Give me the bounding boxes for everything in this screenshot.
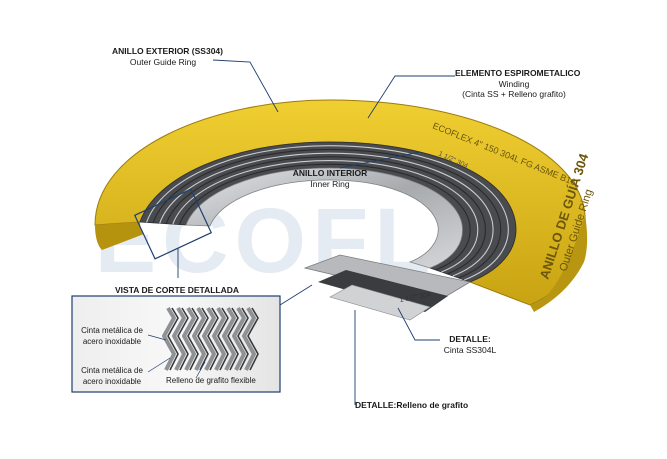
winding-lines bbox=[146, 145, 509, 281]
inset-graphite-filler bbox=[247, 307, 259, 371]
outer-ring-edge-right bbox=[530, 215, 588, 312]
winding-strip bbox=[146, 145, 509, 281]
inset-steel-tape bbox=[162, 306, 176, 371]
winding-strip bbox=[165, 156, 486, 275]
inset-steel-tape bbox=[242, 306, 256, 371]
inset-steel-tape bbox=[172, 306, 186, 371]
winding-strip bbox=[172, 160, 479, 273]
label-cut-view: VISTA DE CORTE DETALLADA bbox=[115, 285, 240, 295]
inset-steel-tape bbox=[202, 306, 216, 371]
label-winding: ELEMENTO ESPIROMETALICO Winding (Cinta S… bbox=[455, 68, 581, 99]
inset-label-tape-bottom: Cinta metálica de acero inoxidable bbox=[81, 366, 143, 386]
inset-steel-tape bbox=[212, 306, 226, 371]
inset-leader-3 bbox=[195, 361, 206, 379]
inset-steel-tape bbox=[232, 306, 246, 371]
inset-graphite-filler bbox=[237, 307, 249, 371]
inset-steel-tape bbox=[222, 306, 236, 371]
inset-graphite-filler bbox=[207, 307, 219, 371]
inset-graphite-filler bbox=[227, 307, 239, 371]
cut-detail-box bbox=[133, 188, 213, 260]
label-detail-tape: DETALLE: Cinta SS304L bbox=[443, 334, 497, 355]
inset-steel-tape bbox=[182, 306, 196, 371]
winding-strip bbox=[178, 163, 471, 271]
winding-strip bbox=[159, 152, 494, 277]
label-inner-ring: ANILLO INTERIOR Inner Ring bbox=[292, 168, 368, 189]
inset-steel-tape bbox=[192, 306, 206, 371]
inset-label-filler: Relleno de grafito flexible bbox=[166, 376, 256, 385]
inner-ring bbox=[185, 167, 463, 269]
inset-graphite-filler bbox=[167, 307, 179, 371]
leader-lines bbox=[177, 59, 455, 405]
label-detail-filler: DETALLE:Relleno de grafito bbox=[355, 400, 469, 410]
outer-ring-edge bbox=[95, 222, 144, 250]
winding-strip bbox=[152, 148, 502, 279]
inset-leader-2 bbox=[147, 357, 171, 373]
inset-leader-1 bbox=[147, 334, 167, 341]
cut-cross-section: 1 1/2" 304 bbox=[303, 254, 472, 321]
inset-label-tape-top: Cinta metálica de acero inoxidable bbox=[81, 326, 143, 346]
inset-graphite-filler bbox=[187, 307, 199, 371]
inset-graphite-filler bbox=[217, 307, 229, 371]
inset-layers bbox=[162, 306, 259, 371]
inset-graphite-filler bbox=[177, 307, 189, 371]
inset-panel bbox=[71, 295, 281, 393]
inset-graphite-filler bbox=[197, 307, 209, 371]
spiral-winding bbox=[139, 141, 517, 283]
label-outer-ring: ANILLO EXTERIOR (SS304) Outer Guide Ring bbox=[112, 46, 223, 67]
